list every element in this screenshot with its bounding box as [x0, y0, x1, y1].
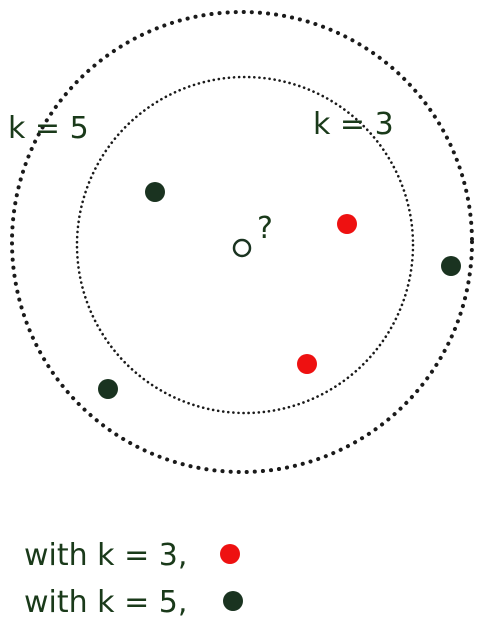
data-point-red-1	[337, 214, 357, 234]
inner-neighborhood-circle	[75, 75, 415, 415]
data-point-dark-3	[98, 379, 118, 399]
data-point-red-2	[297, 354, 317, 374]
legend-k3-dot	[220, 544, 240, 564]
data-point-dark-2	[441, 256, 461, 276]
query-question-mark: ?	[257, 211, 273, 246]
inner-circle-label: k = 3	[313, 107, 394, 142]
legend-k3-text: with k = 3,	[24, 538, 187, 573]
outer-neighborhood-circle	[10, 10, 474, 474]
data-point-dark-1	[145, 182, 165, 202]
legend-k5-dot	[223, 591, 243, 611]
query-point	[232, 238, 252, 258]
legend-k5-text: with k = 5,	[24, 585, 187, 620]
outer-circle-label: k = 5	[8, 111, 89, 146]
